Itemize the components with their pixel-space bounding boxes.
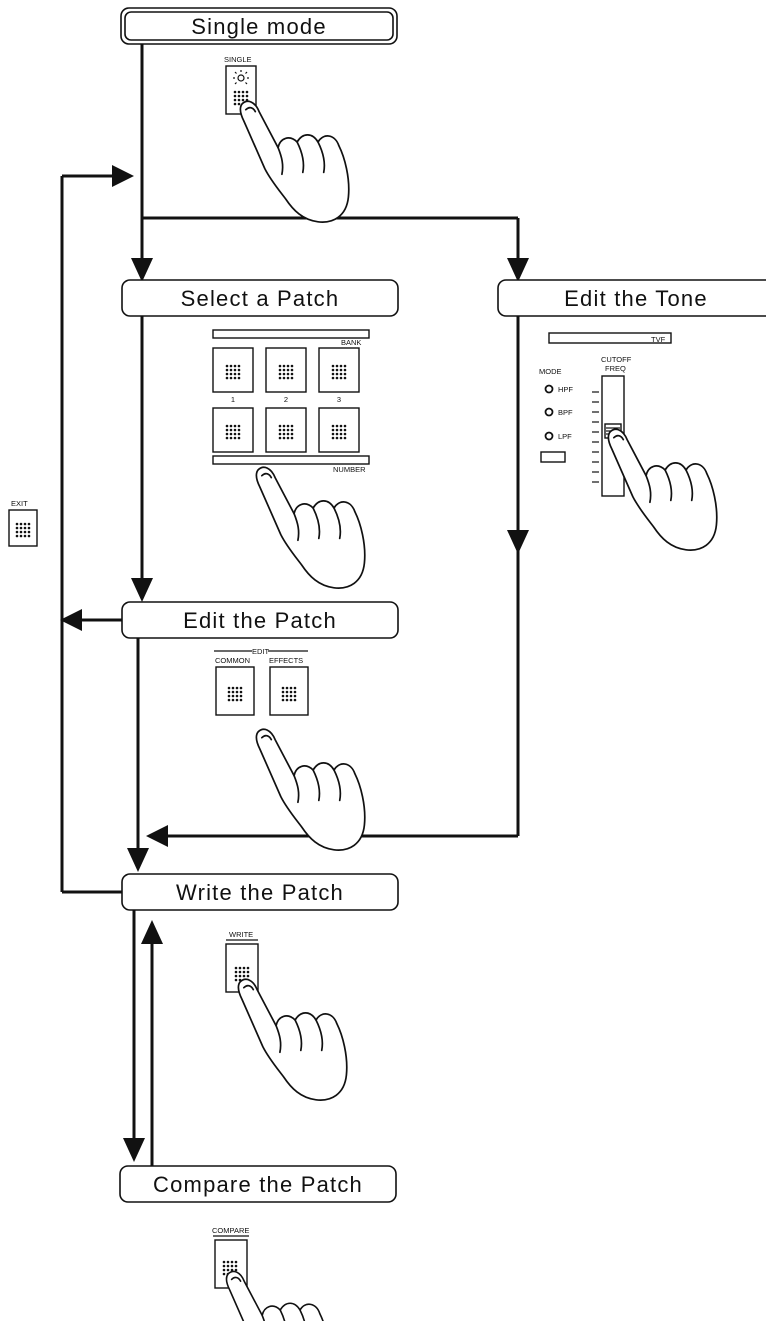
pointing-hand-icon bbox=[255, 466, 366, 589]
step-compare-patch: Compare the Patch bbox=[119, 1165, 397, 1203]
common-button[interactable] bbox=[215, 666, 255, 716]
single-button-label: SINGLE bbox=[224, 55, 252, 64]
pointing-hand-icon bbox=[255, 728, 366, 851]
step-edit-tone: Edit the Tone bbox=[497, 279, 766, 317]
arrow-to-select bbox=[131, 258, 153, 282]
arrow-to-compare bbox=[123, 1138, 145, 1162]
step-select-patch: Select a Patch bbox=[121, 279, 399, 317]
single-button-illustration: SINGLE bbox=[224, 55, 350, 223]
tvf-panel: TVF MODE HPF BPF LPF CUTOFF FREQ bbox=[539, 332, 718, 551]
exit-button-illustration: EXIT bbox=[8, 499, 38, 547]
bank-strip bbox=[212, 329, 370, 339]
step-edit-patch: Edit the Patch bbox=[121, 601, 399, 639]
number-label: NUMBER bbox=[333, 465, 366, 474]
edit-label: EDIT bbox=[252, 647, 270, 656]
number-button-3[interactable] bbox=[318, 407, 360, 453]
effects-button[interactable] bbox=[269, 666, 309, 716]
arrow-to-tone bbox=[507, 258, 529, 282]
hpf-label: HPF bbox=[558, 385, 573, 394]
tvf-strip bbox=[548, 332, 672, 344]
arrow-to-write bbox=[127, 848, 149, 872]
pointing-hand-icon bbox=[237, 978, 348, 1101]
exit-button-label: EXIT bbox=[11, 499, 28, 508]
lpf-label: LPF bbox=[558, 432, 572, 441]
number-button-2[interactable] bbox=[265, 407, 307, 453]
step-write-patch: Write the Patch bbox=[121, 873, 399, 911]
compare-button-illustration: COMPARE bbox=[212, 1226, 330, 1321]
led-icon bbox=[237, 74, 245, 82]
write-button-label: WRITE bbox=[229, 930, 253, 939]
arrow-edit-to-exit bbox=[60, 609, 82, 631]
bpf-led-icon bbox=[544, 407, 554, 417]
step-single-mode-label: Single mode bbox=[191, 14, 327, 39]
step-select-patch-label: Select a Patch bbox=[181, 286, 340, 311]
pointing-hand-icon bbox=[225, 1270, 330, 1321]
arrow-exit-to-trunk bbox=[112, 165, 134, 187]
arrow-tone-to-write bbox=[146, 825, 168, 847]
number-strip bbox=[212, 455, 370, 465]
step-single-mode: Single mode bbox=[120, 7, 398, 45]
cutoff-label: CUTOFF bbox=[601, 355, 632, 364]
number-label-1: 1 bbox=[231, 395, 235, 404]
edit-panel: EDIT COMMON EFFECTS bbox=[214, 647, 366, 851]
bank-number-panel: BANK 1 2 3 NUMBER bbox=[212, 329, 370, 589]
led-rays bbox=[233, 70, 249, 85]
arrow-to-write-back bbox=[141, 920, 163, 944]
tvf-title: TVF bbox=[651, 335, 666, 344]
write-button-illustration: WRITE bbox=[225, 930, 348, 1101]
lpf-led-icon bbox=[544, 431, 554, 441]
bank-button-1[interactable] bbox=[212, 347, 254, 393]
step-compare-patch-label: Compare the Patch bbox=[153, 1172, 363, 1197]
slider-scale bbox=[592, 391, 599, 483]
common-label: COMMON bbox=[215, 656, 250, 665]
step-edit-patch-label: Edit the Patch bbox=[183, 608, 337, 633]
step-write-patch-label: Write the Patch bbox=[176, 880, 344, 905]
mode-label: MODE bbox=[539, 367, 562, 376]
compare-button-label: COMPARE bbox=[212, 1226, 249, 1235]
number-label-2: 2 bbox=[284, 395, 288, 404]
bpf-label: BPF bbox=[558, 408, 573, 417]
hpf-led-icon bbox=[544, 384, 554, 394]
bank-button-2[interactable] bbox=[265, 347, 307, 393]
bank-button-3[interactable] bbox=[318, 347, 360, 393]
step-edit-tone-label: Edit the Tone bbox=[564, 286, 708, 311]
bank-label: BANK bbox=[341, 338, 361, 347]
arrow-to-edit-patch bbox=[131, 578, 153, 602]
effects-label: EFFECTS bbox=[269, 656, 303, 665]
number-label-3: 3 bbox=[337, 395, 341, 404]
mode-button[interactable] bbox=[540, 451, 566, 463]
arrow-tone-down bbox=[507, 530, 529, 554]
freq-label: FREQ bbox=[605, 364, 626, 373]
flow-lines bbox=[60, 44, 529, 1166]
exit-button[interactable] bbox=[8, 509, 38, 547]
pointing-hand-icon bbox=[239, 100, 350, 223]
number-button-1[interactable] bbox=[212, 407, 254, 453]
